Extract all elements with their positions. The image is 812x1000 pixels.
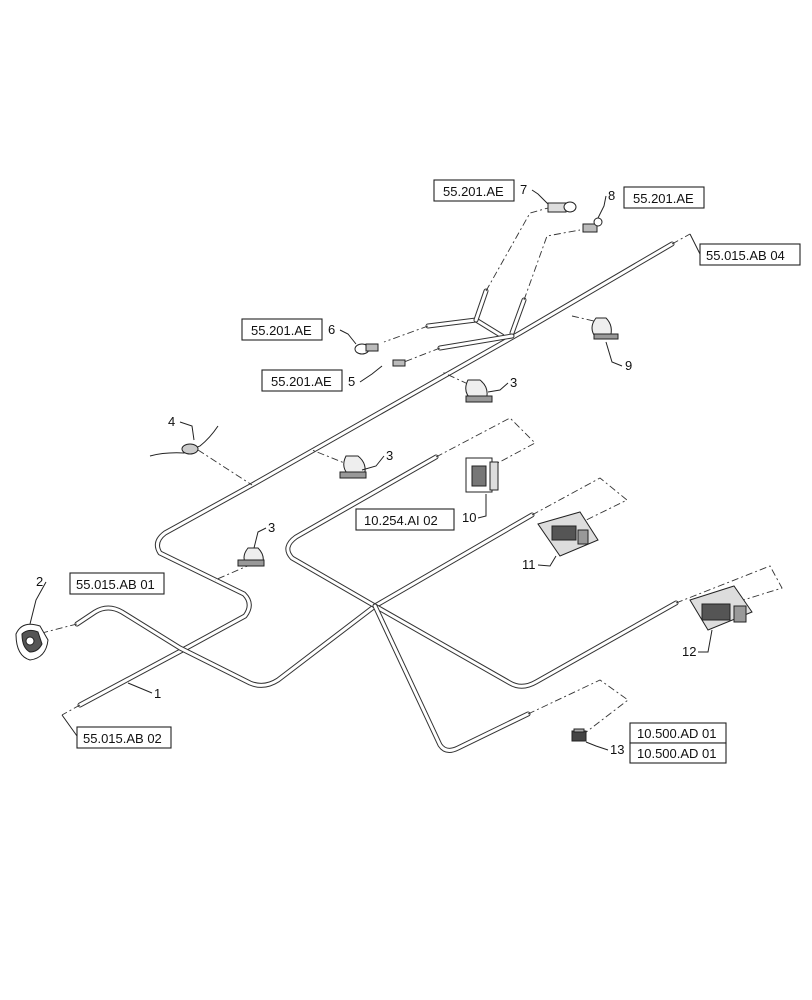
clamp-3-upper[interactable] bbox=[465, 379, 493, 403]
clamp-3-middle[interactable] bbox=[339, 455, 367, 479]
ref-box-55-015-ab-01[interactable]: 55.015.AB 01 bbox=[69, 572, 165, 595]
svg-text:55.201.AE: 55.201.AE bbox=[633, 191, 694, 206]
callout-3-upper: 3 bbox=[510, 375, 517, 390]
clamp-3-left[interactable] bbox=[237, 547, 265, 567]
callout-2: 2 bbox=[36, 574, 43, 589]
svg-text:55.015.AB 01: 55.015.AB 01 bbox=[76, 577, 155, 592]
callout-3-left: 3 bbox=[268, 520, 275, 535]
callout-12: 12 bbox=[682, 644, 696, 659]
svg-text:10.500.AD 01: 10.500.AD 01 bbox=[637, 726, 717, 741]
callout-7: 7 bbox=[520, 182, 527, 197]
svg-text:55.015.AB 02: 55.015.AB 02 bbox=[83, 731, 162, 746]
callout-4: 4 bbox=[168, 414, 175, 429]
callout-1: 1 bbox=[154, 686, 161, 701]
connector-10[interactable] bbox=[465, 457, 499, 493]
fuse-13[interactable] bbox=[571, 728, 587, 742]
connector-2[interactable] bbox=[15, 623, 49, 661]
callout-9: 9 bbox=[625, 358, 632, 373]
ref-box-55-201-ae-7[interactable]: 55.201.AE bbox=[433, 179, 515, 202]
svg-text:55.201.AE: 55.201.AE bbox=[443, 184, 504, 199]
svg-text:10.254.AI 02: 10.254.AI 02 bbox=[364, 513, 438, 528]
connector-12[interactable] bbox=[689, 585, 753, 631]
ref-box-55-015-ab-02[interactable]: 55.015.AB 02 bbox=[76, 726, 172, 749]
ref-box-10-254-ai-02[interactable]: 10.254.AI 02 bbox=[355, 508, 455, 531]
terminal-6[interactable] bbox=[354, 343, 379, 355]
callouts: 1 2 3 3 3 4 5 6 7 8 9 10 11 12 13 bbox=[29, 182, 713, 757]
callout-8: 8 bbox=[608, 188, 615, 203]
ref-box-55-015-ab-04[interactable]: 55.015.AB 04 bbox=[699, 243, 801, 266]
sensor-4[interactable] bbox=[149, 425, 219, 457]
connector-11[interactable] bbox=[537, 511, 599, 557]
terminal-7[interactable] bbox=[547, 201, 577, 213]
callout-5: 5 bbox=[348, 374, 355, 389]
svg-text:55.015.AB 04: 55.015.AB 04 bbox=[706, 248, 785, 263]
terminal-8[interactable] bbox=[582, 217, 603, 233]
clamp-9[interactable] bbox=[591, 317, 619, 340]
main-harness bbox=[74, 241, 679, 753]
callout-11: 11 bbox=[522, 557, 536, 572]
ref-box-10-500-ad-01-a[interactable]: 10.500.AD 01 bbox=[629, 722, 727, 744]
terminal-5[interactable] bbox=[392, 359, 406, 367]
callout-10: 10 bbox=[462, 510, 476, 525]
svg-text:10.500.AD 01: 10.500.AD 01 bbox=[637, 746, 717, 761]
svg-text:55.201.AE: 55.201.AE bbox=[271, 374, 332, 389]
ref-box-55-201-ae-6[interactable]: 55.201.AE bbox=[241, 318, 323, 341]
ref-box-55-201-ae-5[interactable]: 55.201.AE bbox=[261, 369, 343, 392]
callout-3-middle: 3 bbox=[386, 448, 393, 463]
svg-text:55.201.AE: 55.201.AE bbox=[251, 323, 312, 338]
callout-13: 13 bbox=[610, 742, 624, 757]
ref-box-10-500-ad-01-b[interactable]: 10.500.AD 01 bbox=[629, 742, 727, 764]
callout-6: 6 bbox=[328, 322, 335, 337]
ref-box-55-201-ae-8[interactable]: 55.201.AE bbox=[623, 186, 705, 209]
